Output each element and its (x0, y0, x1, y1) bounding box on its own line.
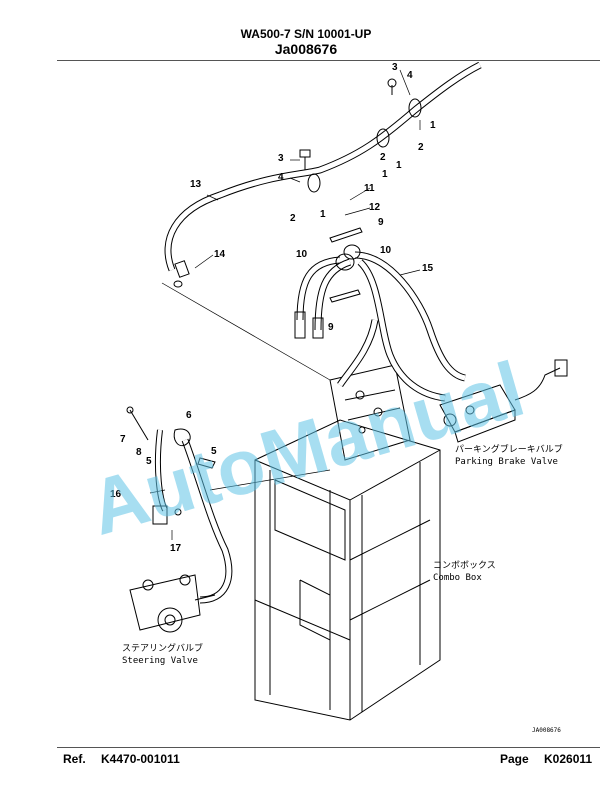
callout-1a: 1 (430, 120, 436, 131)
callout-17: 17 (170, 543, 182, 554)
callout-8: 8 (136, 447, 142, 458)
callout-2a: 2 (418, 142, 424, 153)
callout-2c: 2 (380, 152, 386, 163)
steering-valve (129, 574, 216, 633)
callout-13: 13 (190, 179, 202, 190)
component-labels: パーキングブレーキバルブ Parking Brake Valve コンボボックス… (122, 443, 563, 734)
figure-code: JA008676 (532, 727, 561, 734)
hose-13 (164, 61, 482, 288)
callout-4a: 4 (407, 70, 413, 81)
watermark: AutoManual (80, 344, 533, 552)
page-value: K026011 (544, 752, 593, 766)
combo-box-frame (254, 364, 441, 721)
steering-label-en: Steering Valve (122, 656, 198, 666)
footer-rule (57, 747, 600, 748)
callout-3b: 3 (278, 153, 284, 164)
callout-12: 12 (369, 202, 381, 213)
drawing-id: Ja008676 (274, 41, 338, 57)
model-title: WA500-7 S/N 10001-UP (240, 27, 372, 41)
callout-4b: 4 (278, 172, 284, 183)
page-label: Page (500, 752, 529, 766)
callout-10b: 10 (380, 245, 392, 256)
callout-15: 15 (422, 263, 434, 274)
hoses-15 (294, 227, 466, 402)
callout-16: 16 (110, 489, 122, 500)
callout-1b: 1 (396, 160, 402, 171)
header-rule (57, 60, 600, 61)
callout-5a: 5 (146, 456, 152, 467)
callout-11: 11 (364, 183, 375, 194)
combo-label-jp: コンボボックス (433, 560, 496, 571)
callout-10a: 10 (296, 249, 308, 260)
callout-3a: 3 (392, 62, 398, 73)
callout-9b: 9 (328, 322, 334, 333)
combo-label-en: Combo Box (433, 573, 482, 583)
callout-1c: 1 (320, 209, 326, 220)
callout-9a: 9 (378, 217, 384, 228)
steering-hose-16 (126, 406, 233, 604)
parking-label-en: Parking Brake Valve (455, 457, 558, 467)
callout-5b: 5 (211, 446, 217, 457)
ref-label: Ref. (63, 752, 86, 766)
steering-label-jp: ステアリングバルブ (122, 642, 203, 654)
leader-lines (149, 69, 421, 540)
callout-7: 7 (120, 434, 126, 445)
parking-label-jp: パーキングブレーキバルブ (455, 443, 563, 455)
callout-numbers: 3 4 1 2 1 3 4 2 1 1 2 11 12 9 10 10 13 1… (110, 62, 436, 554)
callout-1d: 1 (382, 169, 388, 180)
callout-6: 6 (186, 410, 192, 421)
ref-value: K4470-001011 (101, 752, 180, 766)
clamps-upper (299, 78, 422, 193)
callout-2b: 2 (290, 213, 296, 224)
parking-brake-valve (439, 359, 568, 443)
callout-14: 14 (214, 249, 226, 260)
